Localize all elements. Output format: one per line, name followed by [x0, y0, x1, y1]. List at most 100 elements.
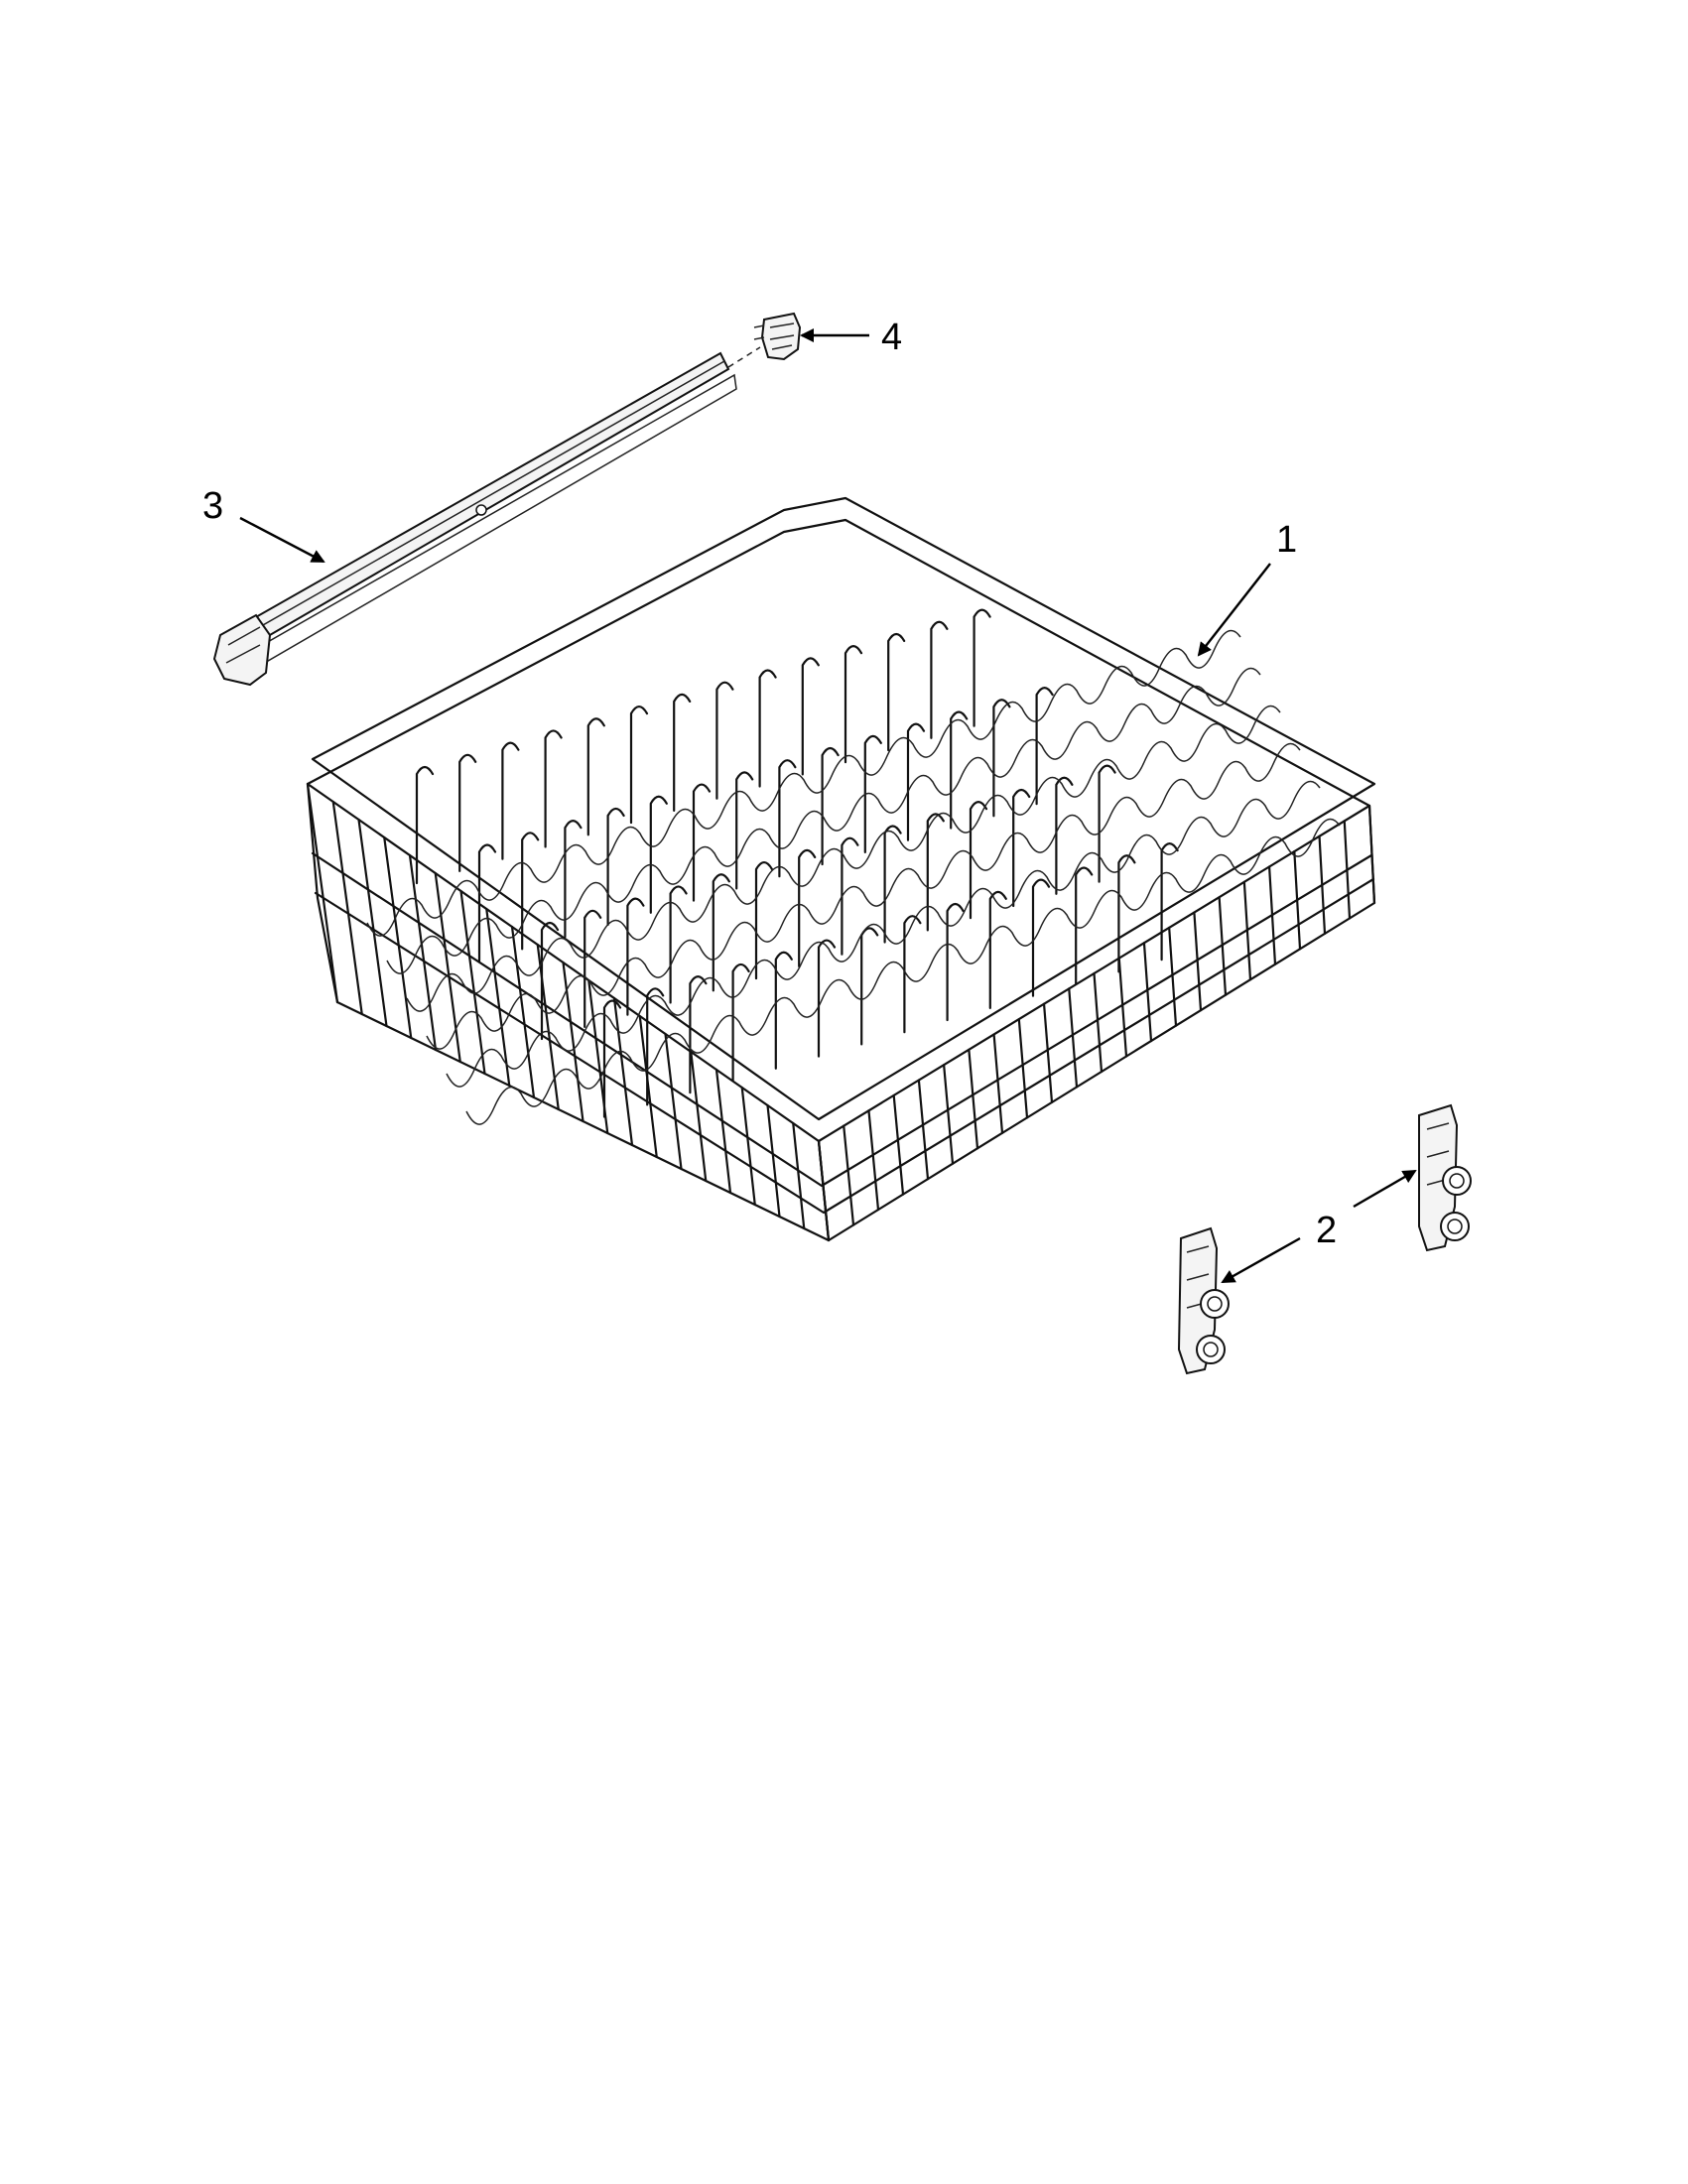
rack-wire: [715, 681, 734, 800]
part-1-dishrack: [306, 496, 1376, 1242]
rack-wire: [485, 907, 511, 1088]
rack-wire: [766, 1103, 781, 1219]
rack-wire: [863, 734, 882, 853]
rack-wire: [1168, 926, 1178, 1027]
rack-wire: [906, 722, 926, 841]
rack-wire: [1017, 1017, 1029, 1119]
rack-wire: [692, 783, 712, 902]
part-2-adjuster-right: [1418, 1103, 1472, 1252]
rack-wire: [459, 889, 486, 1076]
rack-wire: [669, 885, 688, 1004]
rack-wire: [331, 800, 363, 1016]
rack-wire: [544, 729, 563, 848]
rack-wire: [973, 608, 991, 727]
rack-wire: [1075, 866, 1094, 985]
rack-wire: [817, 939, 837, 1058]
part-4-clip: [727, 312, 802, 368]
rack-wire: [1055, 776, 1074, 895]
rack-wire: [586, 717, 605, 836]
rack-wire: [1293, 849, 1302, 951]
rack-wire: [357, 818, 388, 1028]
rack-wire: [946, 902, 965, 1022]
rack-wire: [926, 813, 945, 932]
rack-wire: [792, 1121, 806, 1230]
rack-wire: [1242, 880, 1252, 981]
rack-wire: [510, 925, 536, 1099]
rack-wire: [406, 705, 1281, 1012]
rack-wire: [735, 771, 754, 890]
rack-wire: [968, 1048, 979, 1150]
rack-wire: [1042, 1002, 1054, 1104]
rack-wire: [1117, 854, 1136, 973]
rack-wire: [501, 741, 520, 860]
rack-wire: [843, 1124, 855, 1226]
leader-1: [1197, 563, 1271, 657]
rack-wire: [1367, 804, 1376, 905]
rack-wire: [892, 1093, 905, 1196]
callout-4: 4: [881, 317, 902, 358]
rack-wire: [801, 657, 820, 776]
callout-2: 2: [1316, 1210, 1337, 1251]
rack-wire: [465, 818, 1341, 1125]
rack-wire: [584, 909, 602, 1028]
rack-wire: [521, 832, 540, 951]
part-2-adjuster-left: [1177, 1226, 1230, 1375]
rack-wire: [774, 951, 793, 1070]
rack-wire: [943, 1064, 955, 1165]
rack-wire: [1098, 764, 1116, 883]
rack-wire: [992, 1033, 1004, 1134]
rack-wire: [626, 897, 645, 1016]
rack-wire: [383, 835, 413, 1040]
rack-wire: [649, 795, 668, 914]
rack-wire: [1318, 835, 1327, 936]
rack-wire: [714, 1068, 732, 1195]
rack-wire: [415, 765, 435, 885]
rack-wire: [426, 742, 1301, 1050]
rack-wire: [992, 699, 1011, 818]
callout-3: 3: [202, 485, 223, 527]
rack-wire: [1267, 865, 1277, 965]
rack-wire: [798, 848, 817, 967]
rack-wire: [712, 873, 730, 992]
part-3-rail: [212, 351, 737, 687]
rack-wire: [754, 861, 774, 980]
rack-wire: [930, 620, 949, 739]
rack-wire: [740, 1086, 756, 1207]
leader-2a: [1221, 1236, 1301, 1284]
rack-wire: [408, 853, 438, 1052]
rack-wire: [1142, 942, 1153, 1043]
rack-wire: [844, 645, 863, 764]
leader-2b: [1353, 1169, 1417, 1209]
rack-wire: [867, 1109, 880, 1212]
rack-wire: [606, 807, 625, 927]
rack-wire: [1031, 878, 1051, 997]
rack-wire: [540, 921, 560, 1041]
rack-wire: [564, 820, 583, 939]
rack-wire: [758, 669, 777, 788]
rack-wire: [887, 632, 906, 752]
rack-wire: [612, 996, 634, 1147]
rack-wire: [821, 746, 840, 866]
rack-wire: [903, 915, 922, 1034]
rack-wire: [1035, 687, 1054, 806]
rack-wire: [731, 963, 750, 1083]
rack-wire: [1068, 987, 1079, 1089]
rack-wire: [646, 987, 665, 1106]
rack-wire: [883, 825, 902, 944]
callout-1: 1: [1276, 519, 1297, 561]
rack-wire: [988, 890, 1007, 1009]
rack-wire: [778, 759, 797, 878]
rack-wire: [1193, 911, 1203, 1012]
rack-wire: [366, 629, 1241, 937]
rack-wire: [817, 1139, 831, 1242]
rack-wire: [1117, 957, 1128, 1058]
rack-wire: [446, 780, 1321, 1088]
rack-wire: [690, 1050, 708, 1183]
rack-wire: [386, 667, 1261, 974]
rack-wire: [841, 836, 859, 956]
rack-wire: [306, 782, 339, 1004]
rack-wire: [458, 753, 477, 872]
rack-wire: [1343, 820, 1352, 920]
rack-wire: [602, 999, 622, 1118]
